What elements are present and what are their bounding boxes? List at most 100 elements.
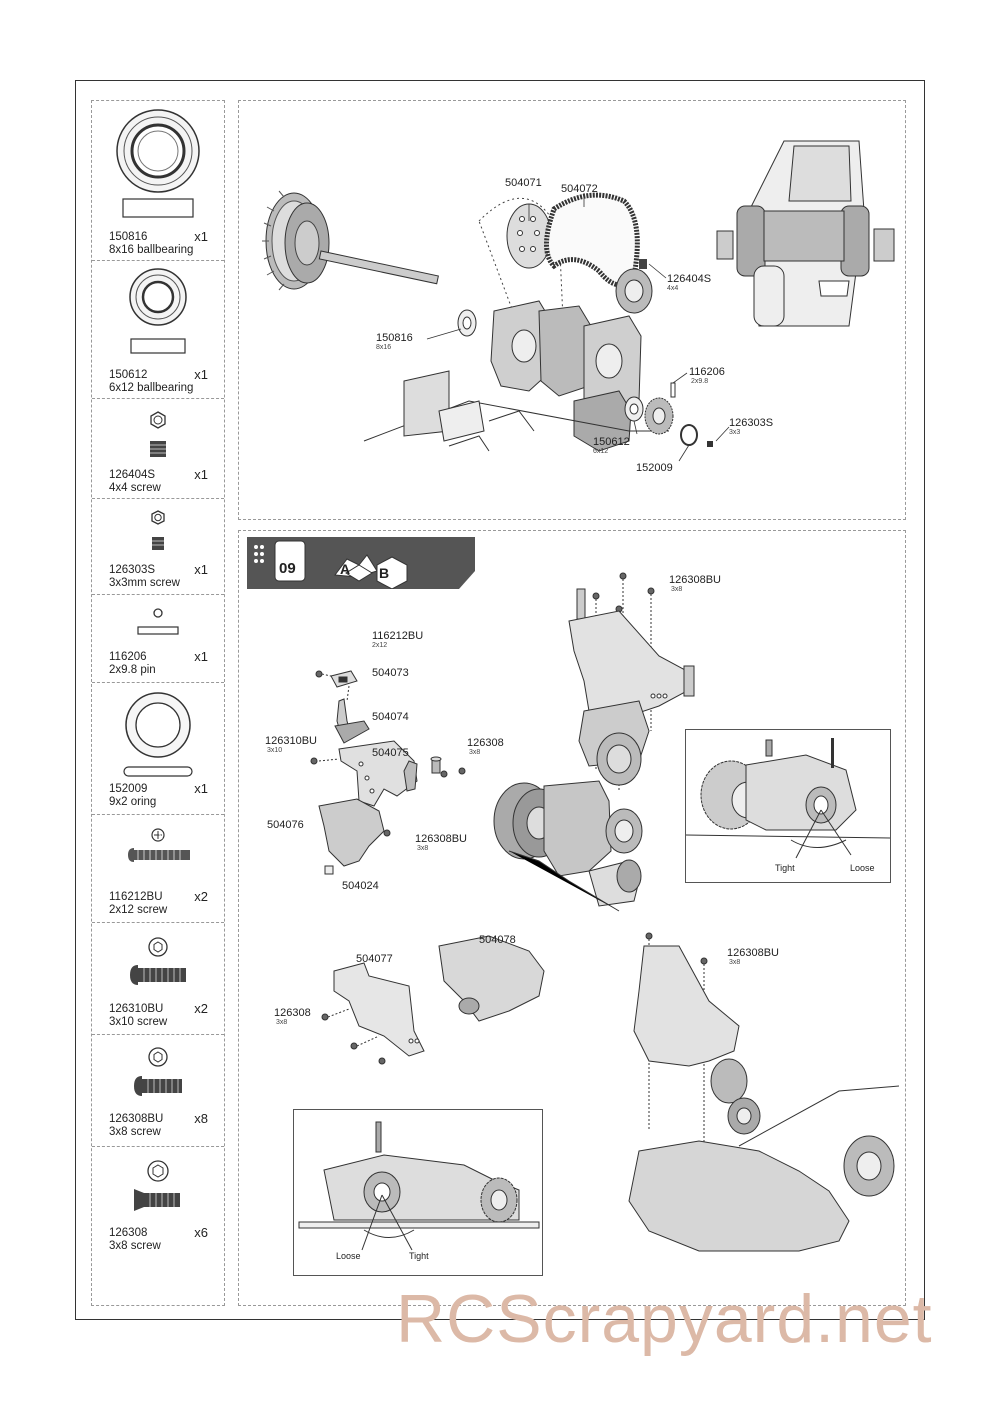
ballbearing-small-icon xyxy=(129,268,187,354)
callout-126404S-size: 4x4 xyxy=(667,285,679,292)
callout-126308: 126308 xyxy=(467,737,504,749)
button-head-screw-icon xyxy=(130,937,186,985)
tight-label: Tight xyxy=(775,863,795,873)
parts-list-item: 116212BU 2x12 screw x2 xyxy=(92,815,224,923)
part-quantity: x6 xyxy=(194,1225,208,1240)
callout-152009: 152009 xyxy=(636,462,673,474)
parts-list-item: 126308 3x8 screw x6 xyxy=(92,1147,224,1305)
part-description: 4x4 screw xyxy=(109,482,161,494)
part-quantity: x2 xyxy=(194,1001,208,1016)
parts-list-item: 126308BU 3x8 screw x8 xyxy=(92,1035,224,1147)
callout-126308-size: 3x8 xyxy=(276,1019,288,1026)
callout-126308: 126308 xyxy=(274,1007,311,1019)
callout-126310BU-size: 3x10 xyxy=(267,747,283,754)
callout-504073: 504073 xyxy=(372,667,409,679)
callout-504076: 504076 xyxy=(267,819,304,831)
callout-504024: 504024 xyxy=(342,880,379,892)
part-description: 9x2 oring xyxy=(109,796,157,808)
parts-list-item: 116206 2x9.8 pin x1 xyxy=(92,595,224,683)
gearbox-side-view-drawing xyxy=(686,738,890,859)
callout-504071: 504071 xyxy=(505,177,542,189)
callout-504078: 504078 xyxy=(479,934,516,946)
callout-504077: 504077 xyxy=(356,953,393,965)
part-quantity: x1 xyxy=(194,467,208,482)
ballbearing-large-icon xyxy=(116,109,200,218)
part-description: 6x12 ballbearing xyxy=(109,382,194,394)
part-quantity: x1 xyxy=(194,367,208,382)
part-quantity: x8 xyxy=(194,1111,208,1126)
part-number: 126310BU xyxy=(109,1003,164,1015)
bag-label-b: B xyxy=(379,565,390,581)
loose-label: Loose xyxy=(850,863,875,873)
callout-116212BU-size: 2x12 xyxy=(372,642,388,649)
rear-gearbox-exploded-drawing xyxy=(262,140,895,462)
button-head-screw-short-icon xyxy=(134,1047,182,1096)
part-number: 126308 xyxy=(109,1227,148,1239)
part-number: 150612 xyxy=(109,369,148,381)
belt-tension-inset-left: Loose Tight xyxy=(293,1109,543,1276)
callout-150816: 150816 xyxy=(376,332,413,344)
callout-504075: 504075 xyxy=(372,747,409,759)
callout-126303S-size: 3x3 xyxy=(729,429,741,436)
loose-label: Loose xyxy=(336,1251,361,1261)
oring-icon xyxy=(123,692,193,777)
belt-tension-inset-right: Tight Loose xyxy=(685,729,891,883)
part-quantity: x1 xyxy=(194,229,208,244)
callout-116206-size: 2x9.8 xyxy=(691,378,709,385)
part-description: 2x12 screw xyxy=(109,904,168,916)
callout-504074: 504074 xyxy=(372,711,409,723)
grub-screw-small-icon xyxy=(151,510,165,550)
part-description: 3x3mm screw xyxy=(109,577,180,589)
part-quantity: x2 xyxy=(194,889,208,904)
step-09-panel: 09 A B 116212BU 2x12 504073 504074 12631… xyxy=(238,530,906,1306)
part-number: 150816 xyxy=(109,231,148,243)
tight-label: Tight xyxy=(409,1251,429,1261)
gearbox-side-view-drawing xyxy=(298,1121,540,1251)
callout-116206: 116206 xyxy=(689,366,725,378)
parts-list-item: 126303S 3x3mm screw x1 xyxy=(92,499,224,595)
page-frame xyxy=(75,80,925,1320)
callout-150612-size: 6x12 xyxy=(593,448,609,455)
part-number: 152009 xyxy=(109,783,148,795)
callout-126308BU-size: 3x8 xyxy=(417,845,429,852)
part-number: 126404S xyxy=(109,469,156,481)
pin-icon xyxy=(137,608,179,635)
bag-label-a: A xyxy=(340,561,351,577)
part-number: 116206 xyxy=(109,651,147,663)
part-quantity: x1 xyxy=(194,562,208,577)
callout-116212BU: 116212BU xyxy=(372,630,424,642)
callout-150612: 150612 xyxy=(593,436,630,448)
part-description: 8x16 ballbearing xyxy=(109,244,194,256)
part-description: 3x8 screw xyxy=(109,1126,161,1138)
part-quantity: x1 xyxy=(194,781,208,796)
part-description: 3x10 screw xyxy=(109,1016,168,1028)
step-08-panel: 504071 504072 126404S 4x4 150816 8x16 11… xyxy=(238,100,906,520)
watermark: RCScrapyard.net xyxy=(396,1281,933,1357)
grub-screw-icon xyxy=(150,411,166,457)
part-description: 2x9.8 pin xyxy=(109,664,156,676)
callout-126308BU-size: 3x8 xyxy=(729,959,741,966)
callout-126308BU: 126308BU xyxy=(415,833,467,845)
spur-gear-icon xyxy=(262,190,439,291)
callout-126303S: 126303S xyxy=(729,417,774,429)
callout-126308BU: 126308BU xyxy=(727,947,779,959)
part-number: 116212BU xyxy=(109,891,163,903)
parts-list: 150816 8x16 ballbearing x1 150612 6x12 b… xyxy=(91,100,225,1306)
callout-504072: 504072 xyxy=(561,183,598,195)
assembled-reference-view xyxy=(716,140,895,327)
flat-head-screw-icon xyxy=(134,1160,180,1211)
callout-126310BU: 126310BU xyxy=(265,735,317,747)
parts-list-item: 152009 9x2 oring x1 xyxy=(92,683,224,815)
step-number: 09 xyxy=(279,560,296,577)
part-number: 126308BU xyxy=(109,1113,164,1125)
callout-126308-size: 3x8 xyxy=(469,749,481,756)
part-description: 3x8 screw xyxy=(109,1240,161,1252)
part-quantity: x1 xyxy=(194,649,208,664)
callout-126404S: 126404S xyxy=(667,273,712,285)
parts-list-item: 150816 8x16 ballbearing x1 xyxy=(92,101,224,261)
callout-126308BU: 126308BU xyxy=(669,574,721,586)
callout-150816-size: 8x16 xyxy=(376,344,392,351)
step-09-tag xyxy=(247,537,475,589)
front-gearbox-exploded-drawing xyxy=(310,572,900,1252)
button-head-screw-long-icon xyxy=(128,828,190,862)
